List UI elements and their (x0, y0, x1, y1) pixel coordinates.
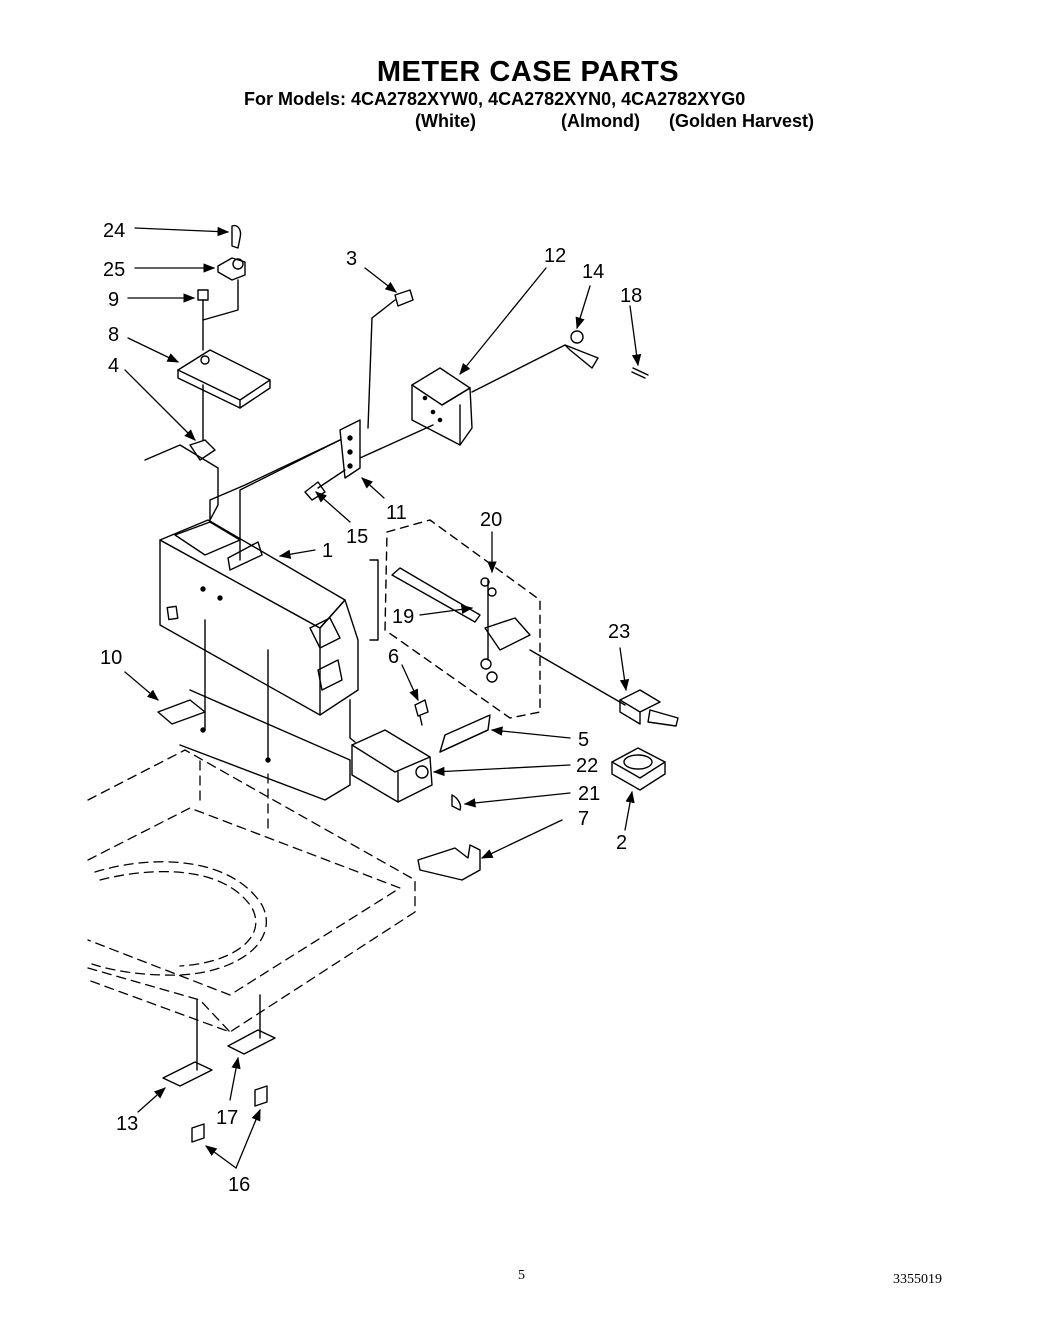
callout-1: 1 (322, 540, 333, 562)
callout-17: 17 (216, 1107, 238, 1129)
bracket-hinge (304, 289, 414, 501)
callout-7: 7 (578, 808, 589, 830)
page-number: 5 (518, 1268, 525, 1283)
callout-11: 11 (386, 502, 407, 524)
timer-box (239, 344, 566, 561)
base-bracket (157, 619, 351, 801)
slide-and-knob (611, 689, 679, 791)
models-line: For Models: 4CA2782XYW0, 4CA2782XYN0, 4C… (244, 89, 746, 109)
dashed-subassembly (369, 519, 626, 719)
callout-22: 22 (576, 755, 598, 777)
color-white-label: (White) (415, 111, 476, 131)
callout-9: 9 (108, 289, 119, 311)
callout-15: 15 (346, 526, 368, 548)
callout-leader-lines (124, 226, 642, 1169)
callout-3: 3 (346, 248, 357, 270)
document-number: 3355019 (893, 1272, 942, 1287)
callout-12: 12 (544, 245, 566, 267)
bracket-7 (417, 844, 481, 881)
callout-10: 10 (100, 647, 122, 669)
callout-21: 21 (578, 783, 600, 805)
callout-6: 6 (388, 646, 399, 668)
callout-4: 4 (108, 355, 119, 377)
callout-23: 23 (608, 621, 630, 643)
slot-cover (439, 714, 491, 753)
callout-19: 19 (392, 606, 414, 628)
coin-box (349, 699, 462, 811)
knob-assembly (564, 330, 649, 379)
callout-24: 24 (103, 220, 125, 242)
meter-case (159, 439, 359, 716)
color-golden-harvest-label: (Golden Harvest) (669, 111, 815, 131)
callout-labels: 24 25 9 8 4 3 12 14 18 11 15 1 20 19 10 … (100, 220, 642, 1196)
top-left-part-stack (144, 224, 271, 521)
callout-13: 13 (116, 1113, 138, 1135)
callout-14: 14 (582, 261, 604, 283)
callout-20: 20 (480, 509, 502, 531)
callout-25: 25 (103, 259, 125, 281)
color-almond-label: (Almond) (561, 111, 640, 131)
callout-16: 16 (228, 1174, 250, 1196)
callout-18: 18 (620, 285, 642, 307)
callout-5: 5 (578, 729, 589, 751)
callout-8: 8 (108, 324, 119, 346)
screw-6 (414, 699, 429, 726)
callout-2: 2 (616, 832, 627, 854)
hinge-clips (162, 994, 276, 1143)
washer-top-outline (87, 749, 416, 1033)
page-title: METER CASE PARTS (376, 56, 680, 88)
